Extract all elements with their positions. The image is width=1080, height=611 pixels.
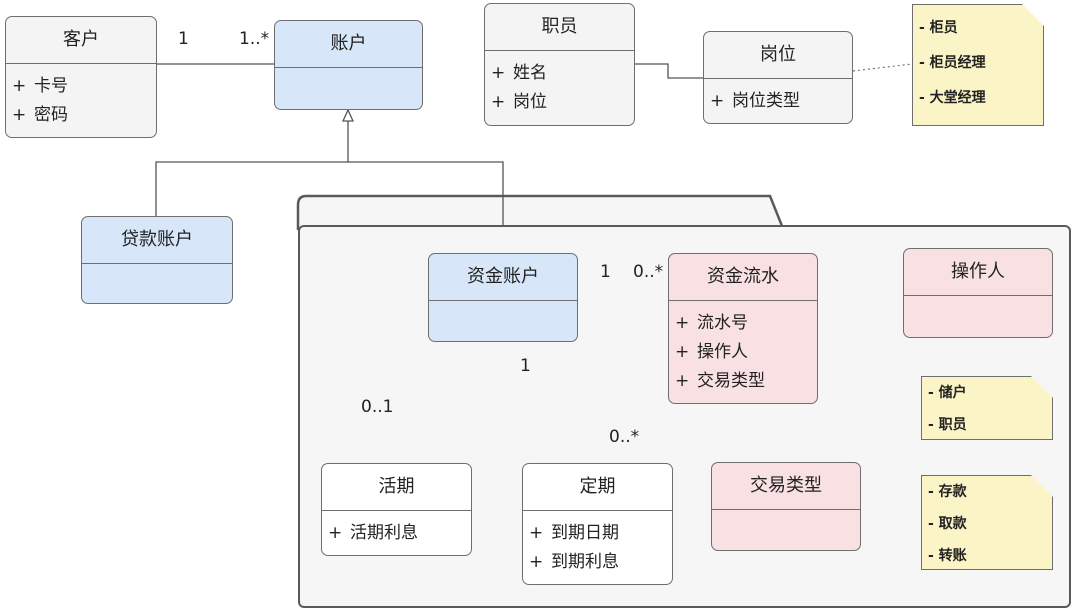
multiplicity-fixed: 0..* xyxy=(609,427,640,447)
class-name: 客户 xyxy=(6,17,156,64)
attribute: +交易类型 xyxy=(675,371,765,391)
class-customer[interactable]: 客户 +卡号 +密码 xyxy=(5,16,157,138)
multiplicity-account: 1..* xyxy=(239,29,270,49)
class-name: 操作人 xyxy=(904,249,1052,296)
class-name: 岗位 xyxy=(704,32,852,79)
class-name: 资金流水 xyxy=(669,254,817,301)
attribute: +卡号 xyxy=(12,76,68,96)
attribute: +姓名 xyxy=(491,63,547,83)
note-operator-types[interactable]: - 储户 - 职员 xyxy=(921,376,1053,440)
class-fixed-deposit[interactable]: 定期 +到期日期 +到期利息 xyxy=(522,463,673,585)
attribute: +到期日期 xyxy=(529,523,619,543)
class-staff[interactable]: 职员 +姓名 +岗位 xyxy=(484,3,635,126)
generalization-line-fund xyxy=(348,161,504,254)
attribute: +到期利息 xyxy=(529,552,619,572)
class-fund-account[interactable]: 资金账户 xyxy=(428,253,578,342)
multiplicity-demand: 0..1 xyxy=(361,397,394,417)
note-item: - 柜员 xyxy=(919,20,958,36)
class-name: 职员 xyxy=(485,4,634,51)
class-fund-flow[interactable]: 资金流水 +流水号 +操作人 +交易类型 xyxy=(668,253,818,404)
package-tab xyxy=(296,194,784,230)
note-item: - 大堂经理 xyxy=(919,90,986,106)
multiplicity-fund-flow: 0..* xyxy=(633,262,664,282)
class-account[interactable]: 账户 xyxy=(274,20,423,110)
note-link-position xyxy=(852,63,913,72)
class-loan-account[interactable]: 贷款账户 xyxy=(81,216,233,304)
note-item: - 存款 xyxy=(928,484,967,500)
multiplicity-composition-whole: 1 xyxy=(520,356,531,376)
attribute: +操作人 xyxy=(675,342,748,362)
multiplicity-fund-account: 1 xyxy=(600,262,611,282)
attribute: +流水号 xyxy=(675,313,748,333)
generalization-arrowhead xyxy=(341,108,355,122)
note-item: - 储户 xyxy=(928,385,967,401)
note-item: - 柜员经理 xyxy=(919,55,986,71)
multiplicity-customer: 1 xyxy=(178,29,189,49)
note-item: - 职员 xyxy=(928,417,967,433)
class-operator[interactable]: 操作人 xyxy=(903,248,1053,338)
class-name: 活期 xyxy=(322,464,471,511)
attribute: +密码 xyxy=(12,105,68,125)
attribute: +岗位 xyxy=(491,92,547,112)
attribute: +活期利息 xyxy=(328,523,418,543)
class-name: 账户 xyxy=(275,21,422,68)
class-name: 资金账户 xyxy=(429,254,577,301)
note-item: - 取款 xyxy=(928,516,967,532)
attribute: +岗位类型 xyxy=(710,91,800,111)
class-demand-deposit[interactable]: 活期 +活期利息 xyxy=(321,463,472,556)
class-name: 交易类型 xyxy=(712,463,860,510)
class-name: 定期 xyxy=(523,464,672,511)
note-item: - 转账 xyxy=(928,548,967,564)
generalization-line xyxy=(155,121,349,217)
class-name: 贷款账户 xyxy=(82,217,232,264)
note-trade-types[interactable]: - 存款 - 取款 - 转账 xyxy=(921,475,1053,570)
class-trade-type[interactable]: 交易类型 xyxy=(711,462,861,551)
note-position-types[interactable]: - 柜员 - 柜员经理 - 大堂经理 xyxy=(912,4,1044,126)
assoc-staff-position xyxy=(634,63,703,79)
class-position[interactable]: 岗位 +岗位类型 xyxy=(703,31,853,124)
